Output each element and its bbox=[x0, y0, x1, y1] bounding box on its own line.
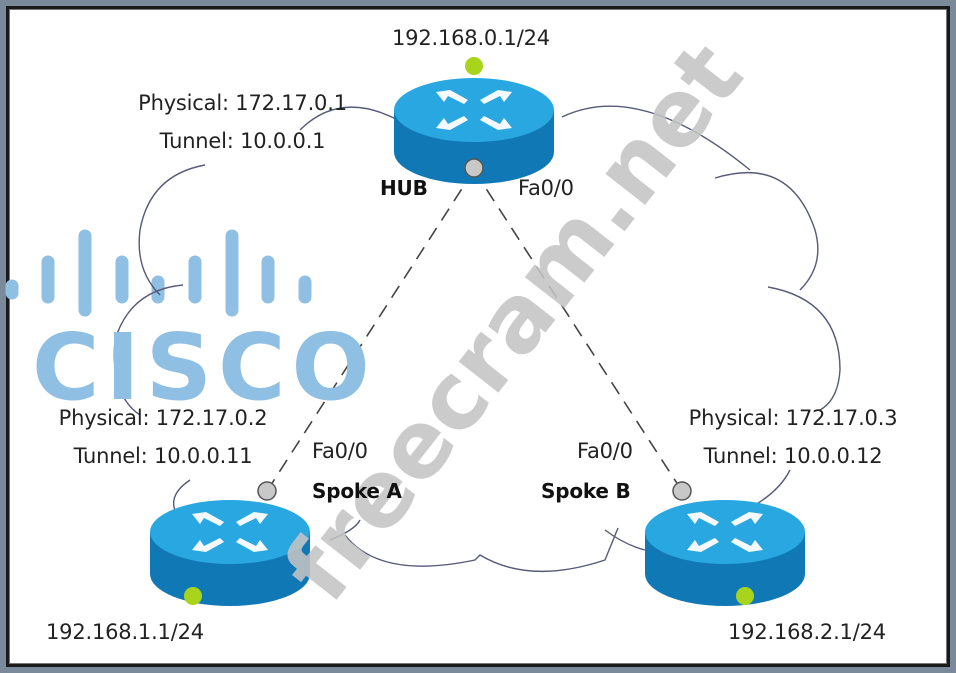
cisco-logo-text: CISCO bbox=[32, 314, 376, 421]
router-arrow bbox=[480, 116, 512, 130]
hub-lan-address: 192.168.0.1/24 bbox=[392, 26, 550, 50]
router-top bbox=[394, 78, 554, 142]
router-arrow bbox=[731, 538, 763, 552]
spoke-b-tunnel-address: Tunnel: 10.0.0.12 bbox=[703, 444, 883, 468]
router-arrows-icon bbox=[192, 512, 268, 552]
spoke-b-physical-address: Physical: 172.17.0.3 bbox=[688, 406, 898, 430]
router-arrow bbox=[480, 90, 512, 104]
hub-tunnel-address: Tunnel: 10.0.0.1 bbox=[159, 129, 326, 153]
spoke-b-name-label: Spoke B bbox=[541, 479, 631, 503]
tunnel-link-hub-spoke-b bbox=[473, 169, 683, 492]
hub-physical-address: Physical: 172.17.0.1 bbox=[138, 91, 347, 115]
cloud-arc bbox=[138, 164, 206, 296]
spoke-b-lan-address: 192.168.2.1/24 bbox=[728, 620, 886, 644]
router-hub[interactable] bbox=[394, 78, 554, 184]
hub-name-label: HUB bbox=[380, 176, 428, 200]
hub-interface-label: Fa0/0 bbox=[518, 176, 574, 200]
spoke-b-interface-label: Fa0/0 bbox=[577, 439, 633, 463]
fa0-0-interface-dot-hub[interactable] bbox=[464, 158, 484, 178]
spoke-a-tunnel-address: Tunnel: 10.0.0.11 bbox=[73, 444, 253, 468]
router-top bbox=[645, 500, 805, 564]
router-arrows-icon bbox=[687, 512, 763, 552]
router-arrow bbox=[236, 538, 268, 552]
cloud-arc bbox=[329, 519, 361, 541]
router-arrow bbox=[687, 538, 719, 552]
router-arrow bbox=[436, 90, 468, 104]
fa0-0-interface-dot-spoke-a[interactable] bbox=[257, 481, 277, 501]
spoke-a-name-label: Spoke A bbox=[312, 479, 402, 503]
lan-interface-dot-hub bbox=[465, 57, 483, 75]
router-arrow bbox=[236, 512, 268, 526]
router-spoke-b[interactable] bbox=[645, 500, 805, 606]
cloud-arc bbox=[714, 171, 819, 291]
cloud-arc bbox=[604, 529, 646, 551]
router-arrow bbox=[687, 512, 719, 526]
spoke-a-lan-address: 192.168.1.1/24 bbox=[46, 620, 204, 644]
router-spoke-a[interactable] bbox=[150, 500, 310, 606]
lan-interface-dot-spoke-b bbox=[736, 587, 754, 605]
cloud-arc bbox=[767, 286, 841, 411]
cloud-arc bbox=[561, 105, 751, 171]
spoke-a-interface-label: Fa0/0 bbox=[312, 439, 368, 463]
cloud-arc bbox=[344, 527, 619, 572]
router-arrow bbox=[731, 512, 763, 526]
spoke-a-physical-address: Physical: 172.17.0.2 bbox=[58, 406, 268, 430]
tunnel-link-hub-spoke-a bbox=[266, 169, 475, 492]
cloud-arc bbox=[754, 469, 791, 506]
network-cloud bbox=[113, 105, 841, 572]
cloud-arc bbox=[299, 106, 399, 131]
fa0-0-interface-dot-spoke-b[interactable] bbox=[672, 481, 692, 501]
router-arrow bbox=[436, 116, 468, 130]
router-arrow bbox=[192, 512, 224, 526]
router-top bbox=[150, 500, 310, 564]
cloud-arc bbox=[113, 284, 184, 416]
lan-interface-dot-spoke-a bbox=[184, 587, 202, 605]
router-arrow bbox=[192, 538, 224, 552]
router-arrows-icon bbox=[436, 90, 512, 130]
cisco-logo-bars bbox=[5, 229, 312, 317]
